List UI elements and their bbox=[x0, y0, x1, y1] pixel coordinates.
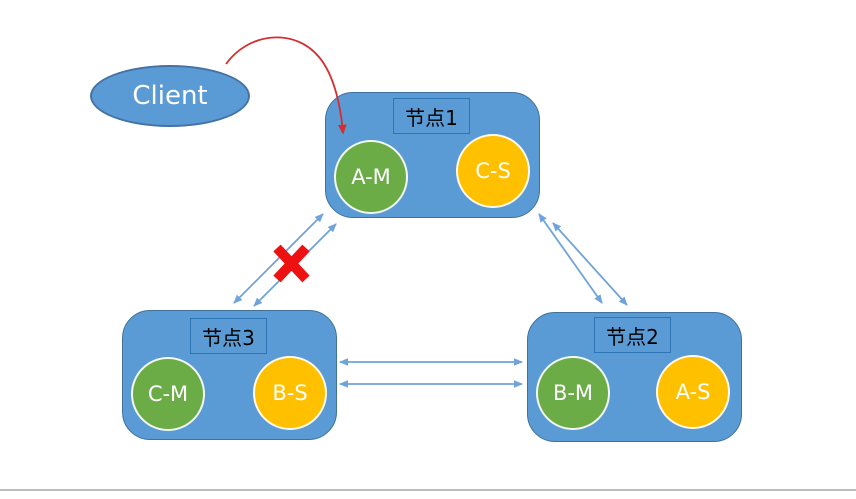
link-node1-node3-line1 bbox=[233, 213, 324, 304]
node-3-master-c-label: C-M bbox=[147, 382, 189, 406]
bottom-divider bbox=[0, 489, 856, 491]
node-3-title: 节点3 bbox=[202, 325, 255, 350]
node-3-master-c-circle: C-M bbox=[131, 357, 205, 431]
node-2-slave-a-circle: A-S bbox=[656, 355, 730, 429]
node-3: 节点3 C-M B-S bbox=[122, 310, 337, 440]
node-2-master-b-circle: B-M bbox=[536, 356, 610, 430]
node-1-title: 节点1 bbox=[405, 105, 458, 130]
node-2-slave-a-label: A-S bbox=[675, 380, 711, 404]
client-node: Client bbox=[90, 65, 250, 127]
link-node1-node3-line2 bbox=[253, 223, 337, 307]
link-node1-node2-line2 bbox=[552, 222, 628, 306]
node-1-master-a-label: A-M bbox=[351, 165, 391, 189]
node-3-slave-b-label: B-S bbox=[272, 381, 308, 405]
client-label: Client bbox=[132, 81, 208, 111]
link-node1-node2-line1 bbox=[538, 213, 603, 304]
node-1-slave-c-label: C-S bbox=[475, 159, 511, 183]
node-2: 节点2 B-M A-S bbox=[527, 312, 742, 442]
node-2-title: 节点2 bbox=[606, 324, 659, 349]
node-1-slave-c-circle: C-S bbox=[456, 134, 530, 208]
node-2-title-box: 节点2 bbox=[594, 317, 671, 353]
broken-link-x-icon bbox=[273, 244, 310, 283]
node-1-master-a-circle: A-M bbox=[334, 140, 408, 214]
node-2-master-b-label: B-M bbox=[552, 381, 594, 405]
node-1: 节点1 A-M C-S bbox=[325, 92, 540, 218]
node-3-slave-b-circle: B-S bbox=[253, 356, 327, 430]
node-1-title-box: 节点1 bbox=[393, 98, 470, 134]
node-3-title-box: 节点3 bbox=[190, 318, 267, 354]
